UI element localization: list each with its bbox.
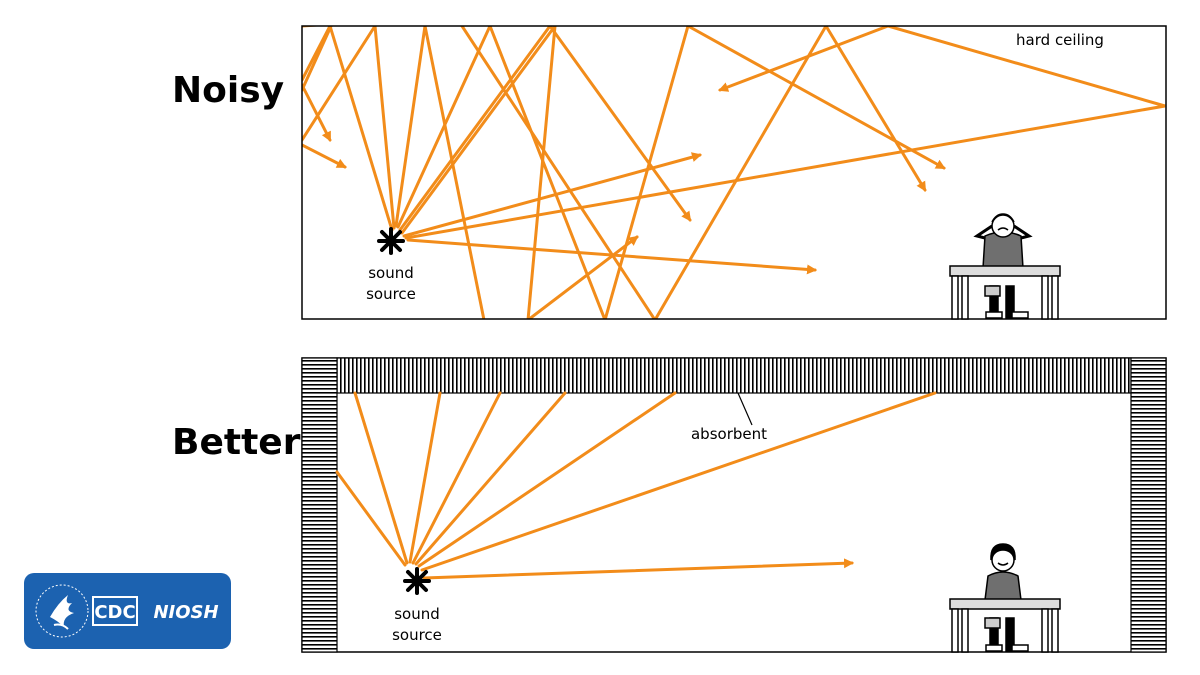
sound-ray xyxy=(394,26,486,319)
noisy-room-outline xyxy=(301,25,1167,320)
sound-ray xyxy=(404,26,1166,240)
absorbent-label: absorbent xyxy=(691,425,767,443)
noisy-room: sound source hard ceiling xyxy=(301,25,1167,320)
sound-ray xyxy=(398,26,692,232)
sound-ray xyxy=(411,391,502,565)
niosh-text: NIOSH xyxy=(153,602,218,623)
sound-ray xyxy=(408,391,442,564)
absorbent-pointer xyxy=(737,392,753,426)
absorbent-right-wall xyxy=(1130,357,1167,653)
sound-ray xyxy=(400,26,639,319)
sound-ray xyxy=(302,26,394,232)
better-desk xyxy=(949,598,1061,653)
sound-ray xyxy=(420,391,937,572)
absorbent-left-wall xyxy=(301,357,338,653)
covering-ears-person-icon xyxy=(973,213,1033,319)
sound-ray xyxy=(302,26,396,230)
sound-ray xyxy=(353,391,409,565)
noisy-heading: Noisy xyxy=(172,70,285,111)
sound-ray xyxy=(460,26,927,319)
cdc-niosh-logo: CDC NIOSH xyxy=(24,573,231,649)
sound-ray xyxy=(396,26,946,319)
sound-ray xyxy=(335,470,407,567)
hhs-eagle-seal-icon xyxy=(35,584,89,638)
noisy-sound-rays xyxy=(302,26,1166,319)
noisy-source-label-1: sound xyxy=(368,264,414,282)
better-sound-rays xyxy=(335,391,937,580)
noisy-sound-source-icon xyxy=(377,227,405,255)
sound-ray xyxy=(422,558,854,580)
cdc-text: CDC xyxy=(94,602,135,623)
noisy-worker xyxy=(949,213,1061,320)
cdc-logo: CDC xyxy=(92,596,138,626)
better-source-label-2: source xyxy=(392,626,442,644)
noisy-desk xyxy=(949,265,1061,320)
sound-ray xyxy=(402,152,702,238)
better-room: absorbent sound source xyxy=(301,357,1167,653)
smiling-person-icon xyxy=(984,543,1029,652)
better-worker xyxy=(949,543,1061,653)
sound-ray xyxy=(414,391,567,566)
absorbent-ceiling xyxy=(336,357,1132,394)
noisy-source-label-2: source xyxy=(366,285,416,303)
sound-ray xyxy=(302,83,332,142)
sound-ray xyxy=(302,26,333,92)
sound-ray xyxy=(302,143,347,169)
hard-ceiling-label: hard ceiling xyxy=(1016,31,1104,49)
sound-ray xyxy=(417,391,677,568)
better-sound-source-icon xyxy=(403,567,431,595)
better-heading: Better xyxy=(172,422,301,463)
better-source-label-1: sound xyxy=(394,605,440,623)
